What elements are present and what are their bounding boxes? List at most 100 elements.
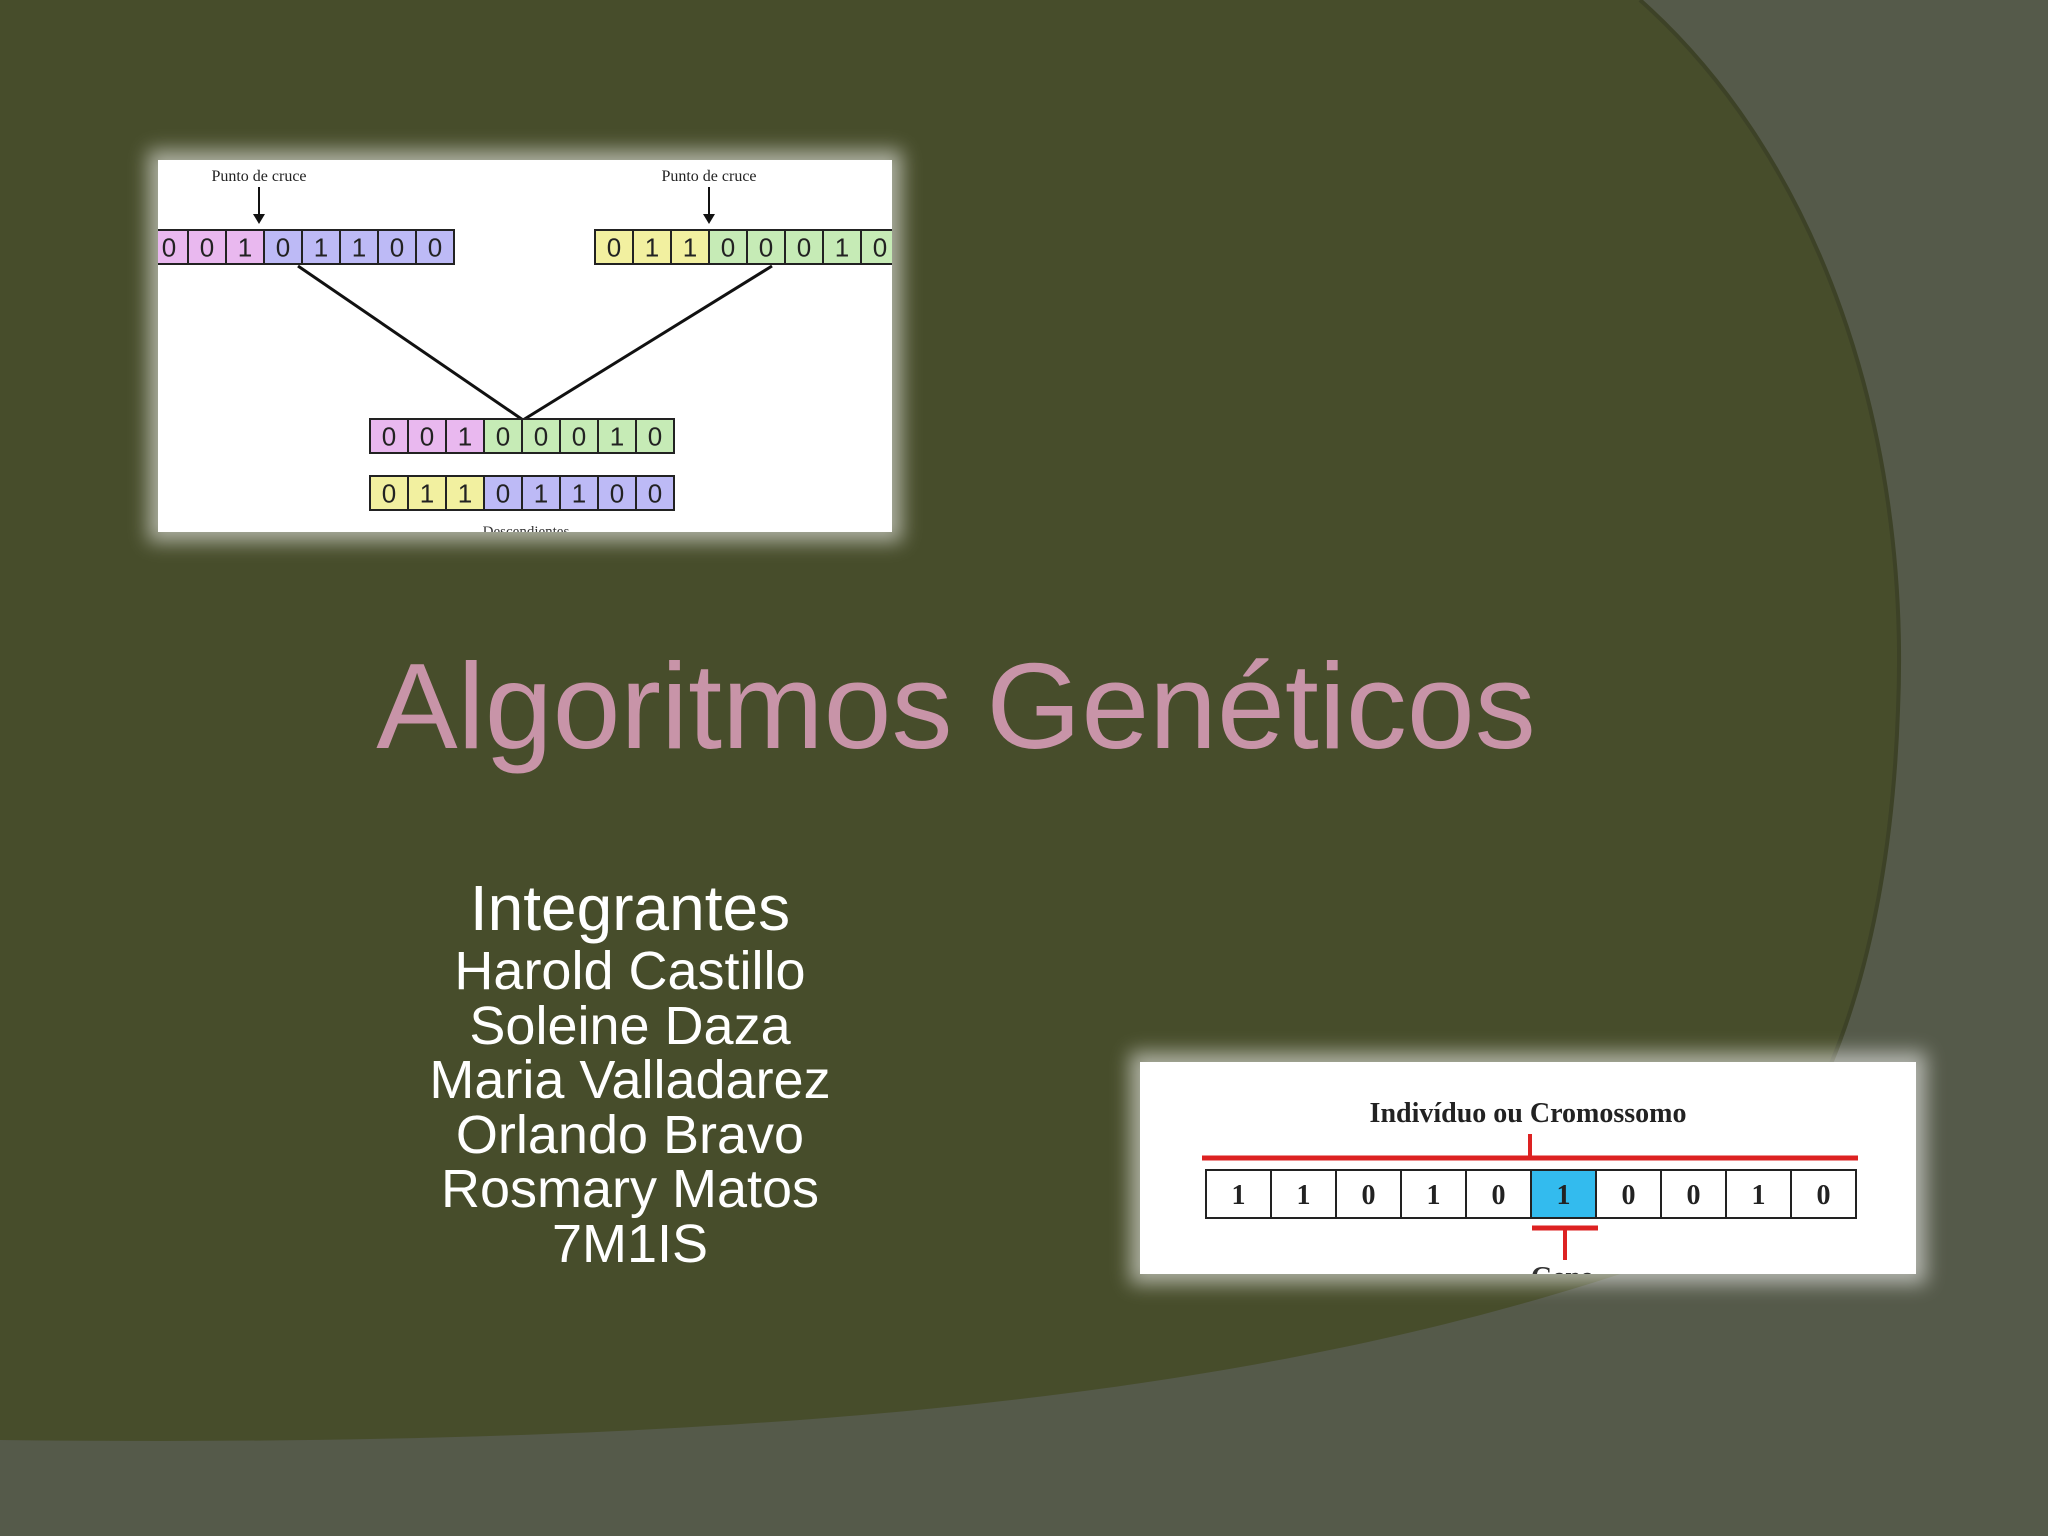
child1-bit: 1 [458, 421, 472, 451]
child1-cell [483, 418, 523, 454]
parent1-bit: 0 [200, 232, 214, 262]
parent2-bit: 0 [797, 232, 811, 262]
chromosome-bit: 1 [1557, 1180, 1571, 1211]
crossover-line-right [522, 264, 773, 422]
parent2-bit: 0 [759, 232, 773, 262]
chromosome-bit: 1 [1232, 1180, 1246, 1211]
parent1-cell [225, 229, 265, 265]
child2-bit: 0 [382, 478, 396, 508]
parent1-bit: 0 [428, 232, 442, 262]
parent1-cell [263, 229, 303, 265]
child1-bit: 0 [534, 421, 548, 451]
child1-bit: 0 [572, 421, 586, 451]
child2-bit: 0 [610, 478, 624, 508]
member-name: Rosmary Matos [440, 1159, 820, 1219]
parent2-bit: 1 [645, 232, 659, 262]
child2-bit: 1 [420, 478, 434, 508]
chromosome-diagram: Indivíduo ou Cromossomo 1 1 0 1 0 1 0 0 1 0 Gene [1140, 1062, 1916, 1274]
child1-cell [521, 418, 561, 454]
chromosome-bit: 0 [1687, 1180, 1701, 1211]
members-block: Integrantes Harold Castillo Soleine Daza… [380, 872, 880, 1271]
child1-cell [369, 418, 409, 454]
chromosome-title: Indivíduo ou Cromossomo [1370, 1098, 1687, 1129]
parent2-cell [632, 229, 672, 265]
chromosome-bit: 0 [1362, 1180, 1376, 1211]
child1-bit: 1 [610, 421, 624, 451]
gene-label: Gene [1531, 1262, 1593, 1274]
offspring-label: Descendientes [483, 524, 570, 532]
parent2-cell [822, 229, 862, 265]
chromosome-cell [1400, 1169, 1467, 1219]
slide-title: Algoritmos Genéticos [376, 638, 1536, 774]
parent1-bit: 1 [314, 232, 328, 262]
chromosome-bit: 0 [1817, 1180, 1831, 1211]
child2-cell [483, 475, 523, 511]
chromosome-bit: 0 [1492, 1180, 1506, 1211]
child1-bit: 0 [648, 421, 662, 451]
chromosome-cell [1270, 1169, 1337, 1219]
chromosome-bits: 1 1 0 1 0 1 0 0 1 0 [1205, 1169, 1857, 1219]
parent1-bit: 0 [276, 232, 290, 262]
chromosome-cell [1595, 1169, 1662, 1219]
parent2-cell [708, 229, 748, 265]
child2-cell [369, 475, 409, 511]
crossover-line-left [297, 264, 524, 422]
child2-cell [559, 475, 599, 511]
child2-cell [635, 475, 675, 511]
member-name: Maria Valladarez [429, 1050, 831, 1110]
parent1-bit: 1 [352, 232, 366, 262]
parent1-bit: 0 [390, 232, 404, 262]
child1-bit: 0 [420, 421, 434, 451]
parent1-cell [158, 229, 189, 265]
crossover-arrowhead-right [703, 214, 715, 224]
child2-bit: 0 [648, 478, 662, 508]
child1-bit: 0 [496, 421, 510, 451]
member-name: Harold Castillo [454, 941, 806, 1001]
chromosome-cell [1205, 1169, 1272, 1219]
child1-bit: 0 [382, 421, 396, 451]
parent2-cell [594, 229, 634, 265]
parent1-cell [377, 229, 417, 265]
group-code: 7M1IS [551, 1213, 709, 1274]
chromosome-bit: 1 [1752, 1180, 1766, 1211]
child2-cell [407, 475, 447, 511]
chromosome-bit: 1 [1297, 1180, 1311, 1211]
member-name: Orlando Bravo [455, 1104, 805, 1165]
crossover-arrowhead-left [253, 214, 265, 224]
parent2-cell [746, 229, 786, 265]
child2-cell [521, 475, 561, 511]
crossover-point-label-right: Punto de cruce [661, 168, 756, 185]
child2-bit: 1 [458, 478, 472, 508]
parent1-cell [301, 229, 341, 265]
parent2-cell [860, 229, 892, 265]
child1-cell [445, 418, 485, 454]
parent2-bit: 0 [607, 232, 621, 262]
child2-bit: 0 [496, 478, 510, 508]
parent2-bit: 0 [721, 232, 735, 262]
child2-bit: 1 [572, 478, 586, 508]
child1-cell [635, 418, 675, 454]
parent1-bit: 1 [238, 232, 252, 262]
member-name: Soleine Daza [469, 995, 791, 1056]
parent2-bit: 0 [873, 232, 887, 262]
child1-cell [597, 418, 637, 454]
parent2-cell [670, 229, 710, 265]
crossover-point-label-left: Punto de cruce [211, 168, 306, 185]
parent1-cell [187, 229, 227, 265]
parent2-cell [784, 229, 824, 265]
chromosome-cell [1660, 1169, 1727, 1219]
parent1-bit: 0 [162, 232, 176, 262]
parent2-bit: 1 [683, 232, 697, 262]
chromosome-bit: 1 [1427, 1180, 1441, 1211]
parent2-bit: 1 [835, 232, 849, 262]
members-heading: Integrantes [469, 872, 791, 944]
chromosome-cell [1790, 1169, 1857, 1219]
chromosome-bit: 0 [1622, 1180, 1636, 1211]
child2-bit: 1 [534, 478, 548, 508]
parent1-cell [415, 229, 455, 265]
